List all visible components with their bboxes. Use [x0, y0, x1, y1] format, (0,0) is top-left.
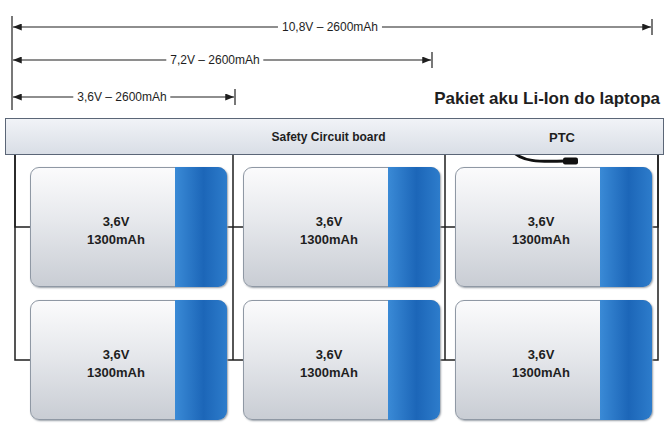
- part-label: PTC: [545, 130, 579, 145]
- title: Pakiet aku Li-Ion do laptopa: [434, 89, 660, 109]
- dimension-tick: [234, 89, 235, 105]
- battery-cell: 3,6V1300mAh: [243, 167, 440, 287]
- dimension-tick: [651, 19, 652, 35]
- cell-capacity: 1300mAh: [491, 364, 591, 382]
- cell-capacity: 1300mAh: [491, 231, 591, 249]
- battery-cell: 3,6V1300mAh: [30, 167, 227, 287]
- wire: [440, 359, 455, 361]
- cell-cap: [175, 167, 227, 287]
- cell-cap: [388, 300, 440, 420]
- cell-cap: [600, 300, 652, 420]
- battery-cell: 3,6V1300mAh: [30, 300, 227, 420]
- wire: [227, 359, 243, 361]
- cell-voltage: 3,6V: [491, 346, 591, 364]
- dimension-label: 7,2V – 2600mAh: [166, 53, 263, 67]
- cell-capacity: 1300mAh: [66, 231, 166, 249]
- cell-cap: [388, 167, 440, 287]
- wire: [440, 226, 455, 228]
- battery-cell: 3,6V1300mAh: [455, 300, 652, 420]
- cell-voltage: 3,6V: [279, 346, 379, 364]
- dimension-label: 10,8V – 2600mAh: [278, 20, 382, 34]
- battery-cell: 3,6V1300mAh: [455, 167, 652, 287]
- dimension-tick: [11, 16, 12, 110]
- cell-voltage: 3,6V: [491, 213, 591, 231]
- board-label: Safety Circuit board: [271, 130, 385, 144]
- cell-voltage: 3,6V: [279, 213, 379, 231]
- wire: [15, 155, 30, 227]
- cell-voltage: 3,6V: [66, 346, 166, 364]
- dimension-tick: [431, 52, 432, 68]
- battery-cell: 3,6V1300mAh: [243, 300, 440, 420]
- wire: [227, 226, 243, 228]
- ptc-sensor: [563, 158, 578, 165]
- cell-capacity: 1300mAh: [279, 231, 379, 249]
- cell-capacity: 1300mAh: [66, 364, 166, 382]
- cell-capacity: 1300mAh: [279, 364, 379, 382]
- cell-cap: [600, 167, 652, 287]
- cell-voltage: 3,6V: [66, 213, 166, 231]
- wire: [652, 155, 658, 227]
- cell-cap: [175, 300, 227, 420]
- wire: [652, 155, 658, 360]
- wire: [15, 155, 30, 360]
- dimension-label: 3,6V – 2600mAh: [73, 90, 170, 104]
